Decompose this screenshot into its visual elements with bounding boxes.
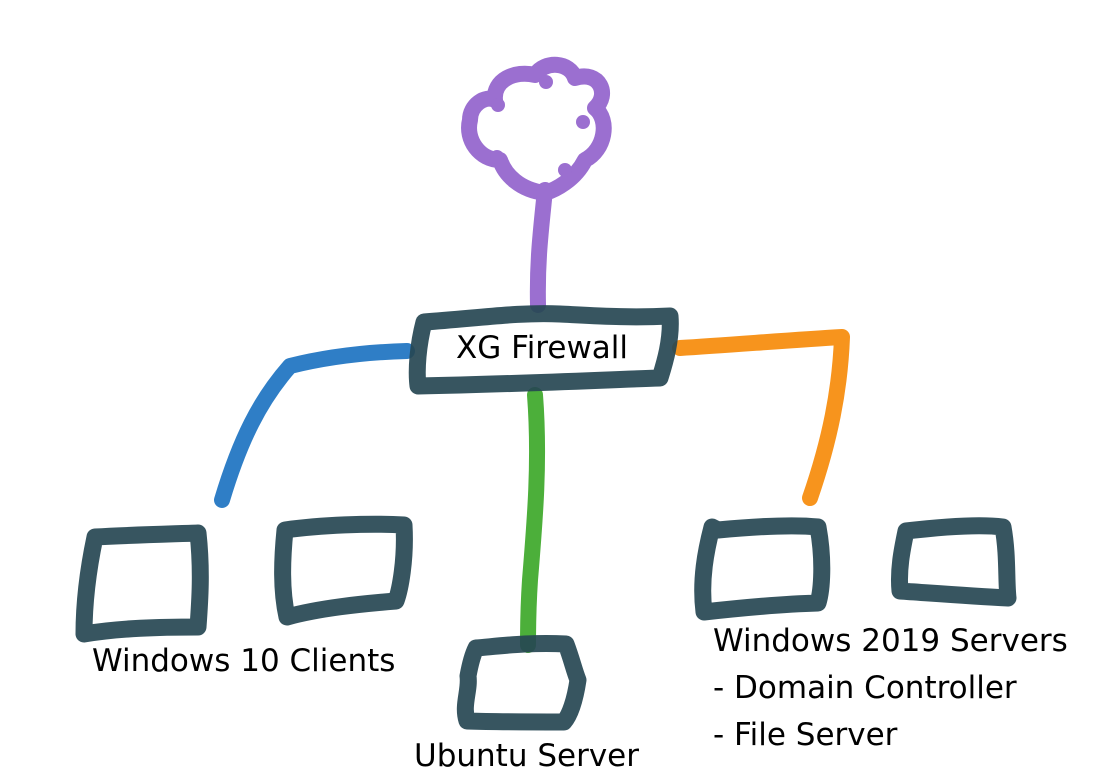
servers-role-1: - Domain Controller [713, 670, 1017, 706]
cloud-icon-knob [491, 98, 505, 112]
link-internet-firewall [529, 182, 553, 313]
clients-label: Windows 10 Clients [92, 643, 396, 679]
cloud-icon-knob [539, 75, 553, 89]
client-box-1 [75, 524, 209, 643]
servers-role-2: - File Server [713, 717, 898, 753]
link-firewall-servers [672, 329, 850, 506]
cloud-icon-knob [490, 150, 504, 164]
server-box-2 [891, 517, 1017, 607]
client-box-2 [274, 515, 413, 626]
ubuntu-box [456, 634, 587, 731]
link-firewall-clients [214, 343, 415, 508]
link-firewall-ubuntu [520, 387, 546, 653]
server-box-1 [694, 517, 831, 621]
firewall-label: XG Firewall [456, 330, 629, 366]
cloud-icon [461, 56, 612, 201]
servers-label: Windows 2019 Servers [713, 623, 1068, 659]
ubuntu-label: Ubuntu Server [414, 738, 639, 774]
firewall-box [408, 305, 679, 395]
cloud-icon-knob [576, 115, 590, 129]
cloud-icon-knob [558, 163, 572, 177]
